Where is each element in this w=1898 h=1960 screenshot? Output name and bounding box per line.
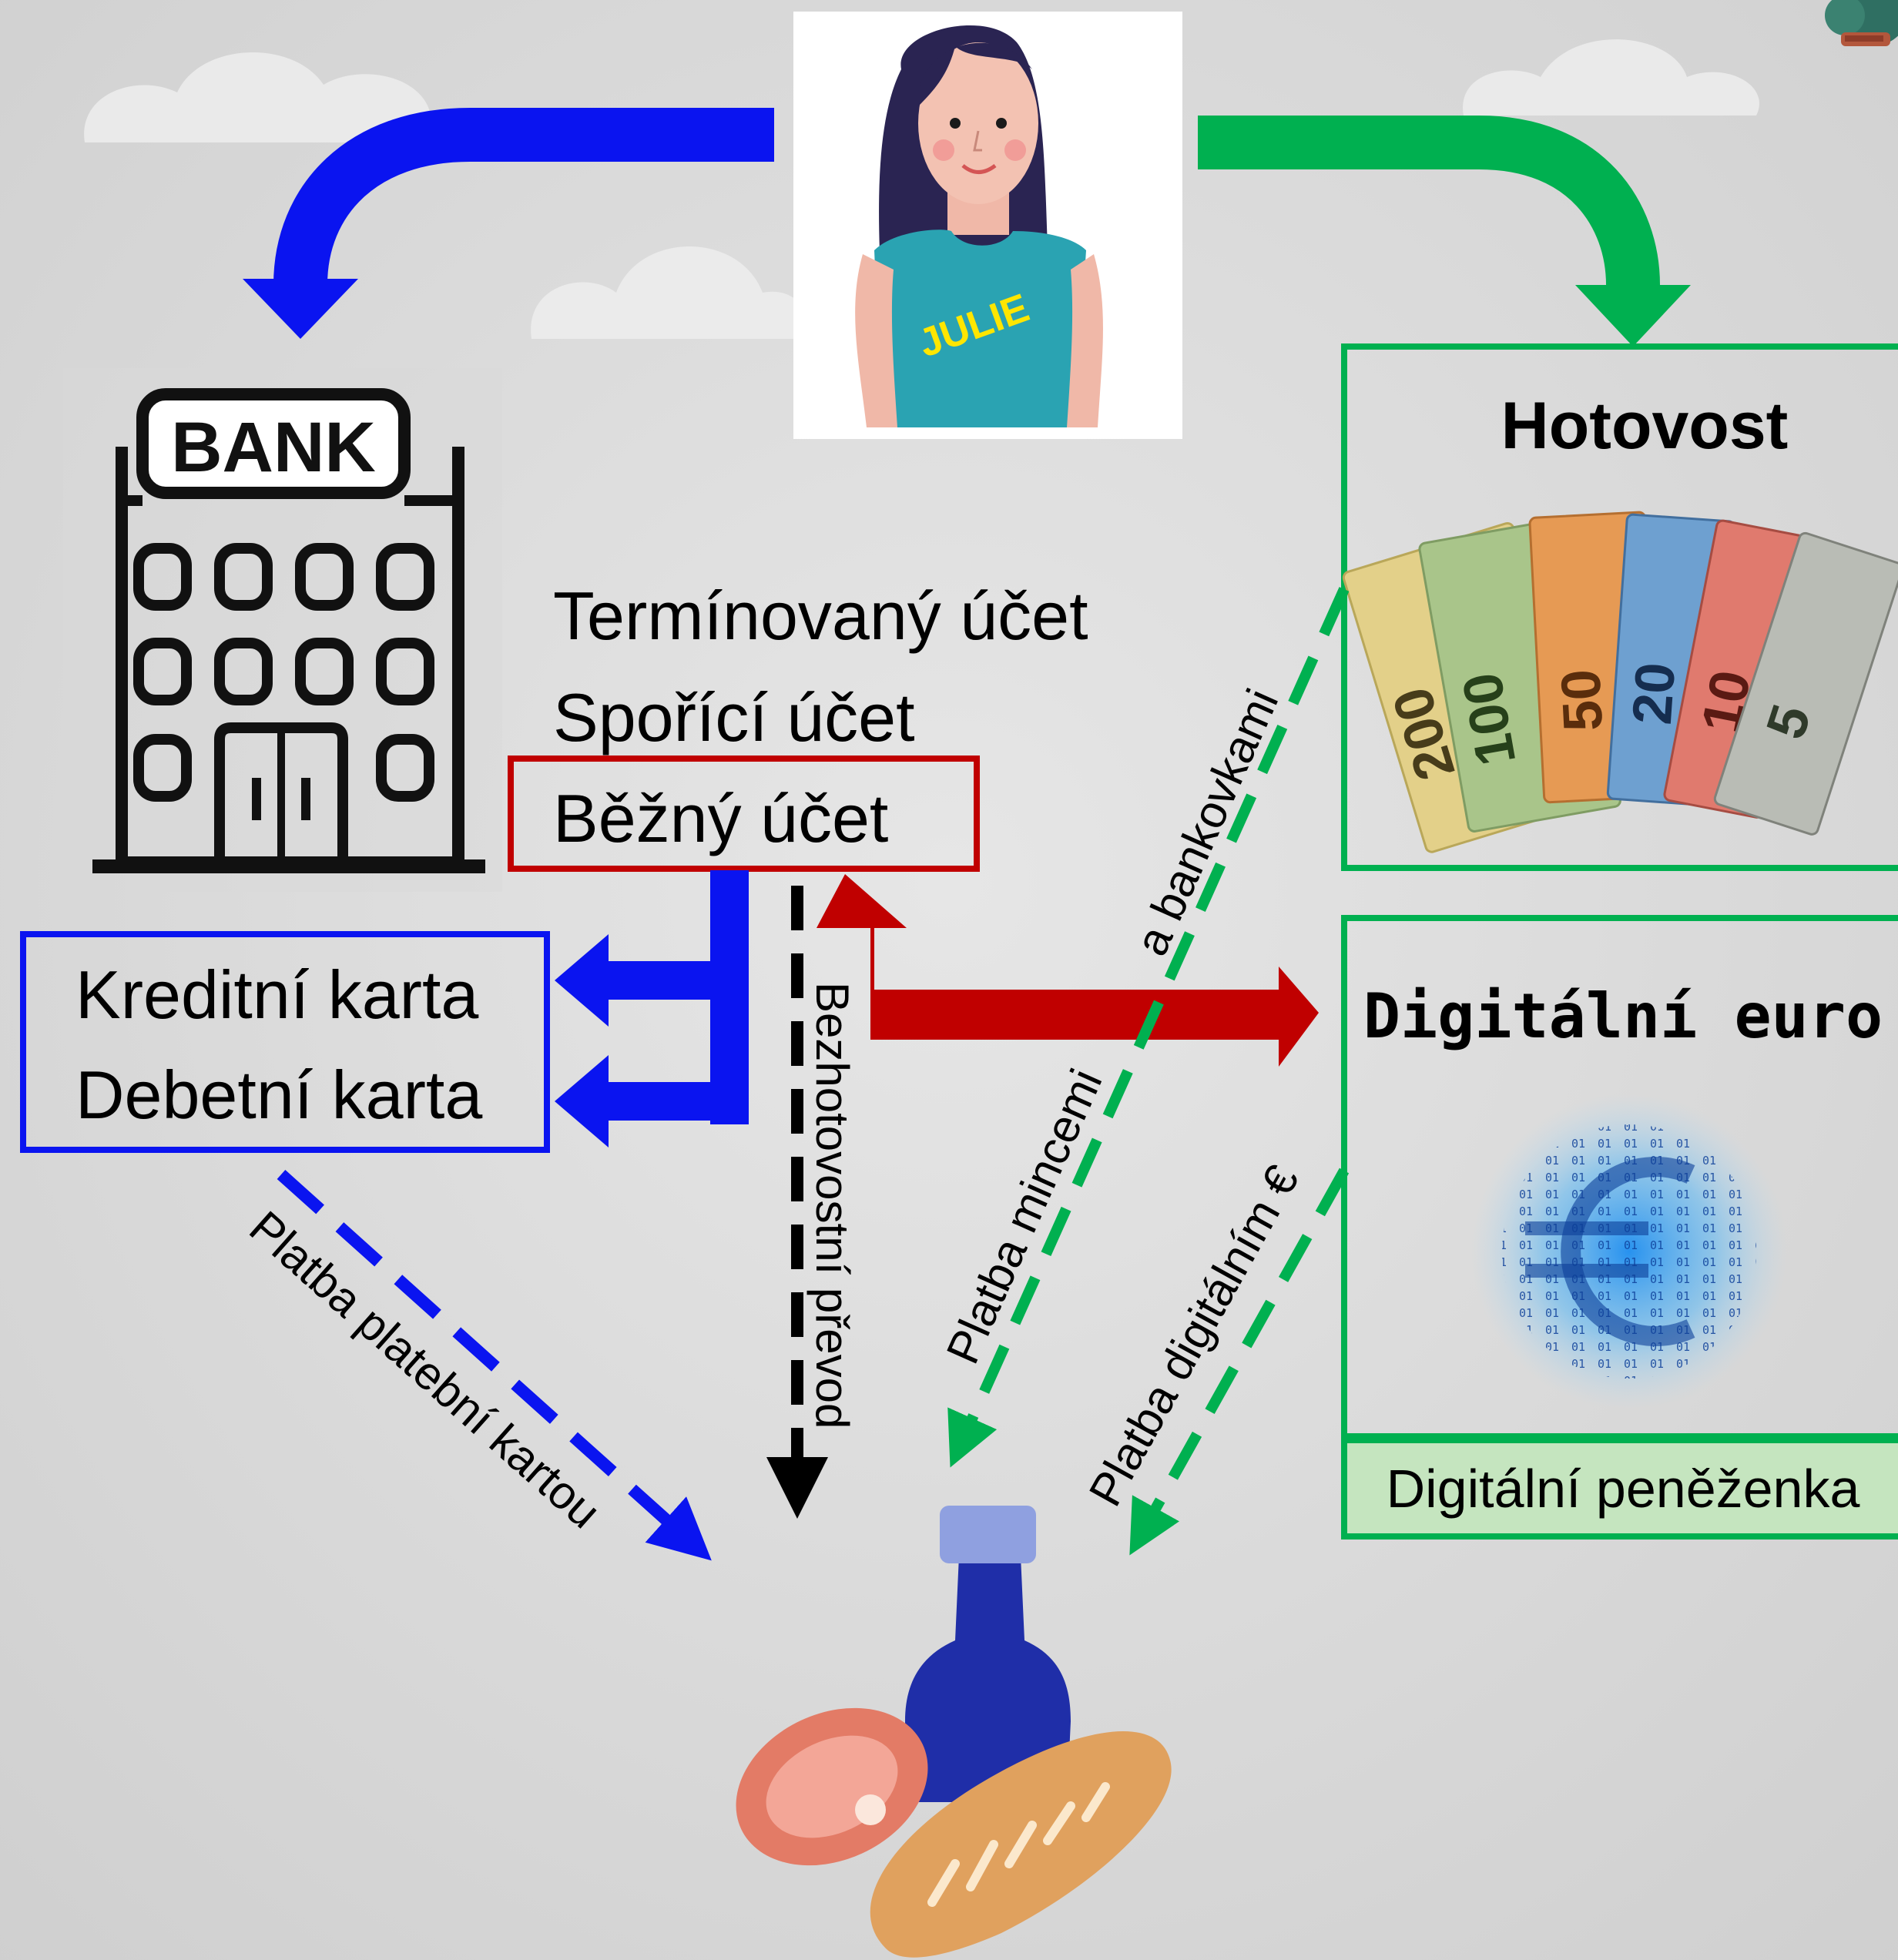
credit-card-label: Kreditní karta	[75, 957, 478, 1033]
groceries-illustration	[736, 1506, 1172, 1958]
digital-euro-title: Digitální euro	[1363, 980, 1883, 1052]
payment-transfer-label: Bezhotovostní převod	[806, 982, 858, 1429]
payment-transfer-line: Bezhotovostní převod	[766, 886, 858, 1519]
accounts-list: Termínovaný účet Spořící účet Běžný účet	[508, 578, 1088, 872]
cash-title: Hotovost	[1501, 389, 1789, 463]
bank-building-icon: BANK	[63, 368, 502, 892]
account-current: Běžný účet	[553, 780, 888, 856]
banknote-20: 20	[1621, 661, 1687, 726]
digital-euro-binary-symbol	[1471, 1094, 1787, 1409]
arrow-julie-to-bank	[243, 108, 774, 339]
tree-decoration	[1825, 0, 1898, 46]
digital-wallet-box	[1341, 1437, 1898, 1540]
digital-wallet-label: Digitální peněženka	[1387, 1459, 1860, 1519]
account-savings: Spořící účet	[553, 679, 915, 756]
debit-card-label: Debetní karta	[75, 1057, 482, 1133]
cash-box: Hotovost 200 100 50 20 10	[1341, 343, 1898, 871]
account-term: Termínovaný účet	[553, 578, 1088, 654]
cards-box: Kreditní karta Debetní karta	[20, 931, 550, 1153]
arrows-account-to-cards	[555, 870, 749, 1148]
digital-euro-box: Digitální euro Digitální peněženka	[1341, 915, 1898, 1540]
clouds	[84, 39, 1759, 339]
bank-sign-text: BANK	[171, 408, 376, 487]
julie-person-illustration: JULIE	[793, 12, 1182, 439]
banknotes-illustration: 200 100 50 20 10 5	[1342, 511, 1898, 853]
banknote-50: 50	[1550, 668, 1615, 732]
current-account-box	[508, 756, 980, 872]
arrow-account-digital-euro	[817, 874, 1319, 1067]
arrow-julie-to-cash	[1198, 116, 1691, 347]
